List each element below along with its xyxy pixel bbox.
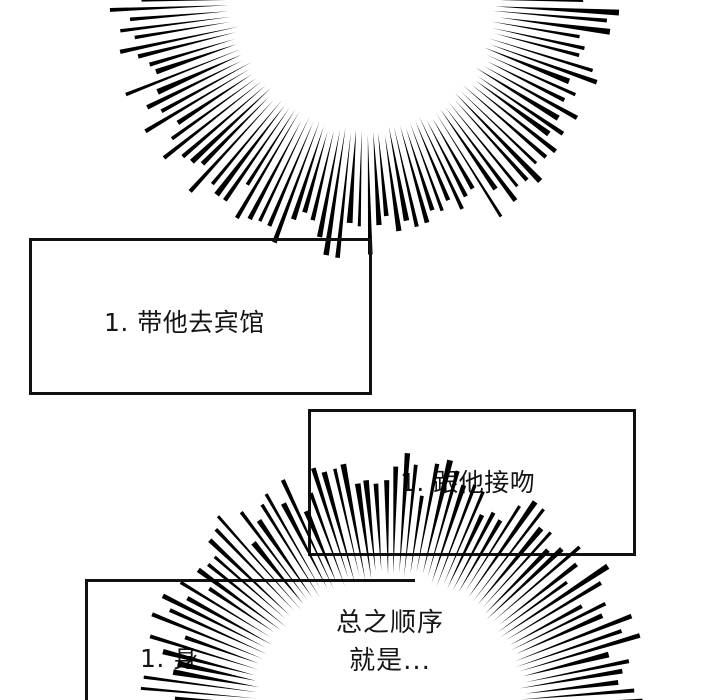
caption-text-body: 1. 身 — [140, 644, 199, 673]
caption-box-hotel: 1. 带他去宾馆 — [29, 238, 372, 395]
caption-text-kiss: 1. 跟他接吻 — [400, 468, 536, 497]
speech-bubble-text: 总之顺序 就是... — [335, 608, 444, 676]
caption-text-hotel: 1. 带他去宾馆 — [104, 308, 265, 337]
caption-box-kiss: 1. 跟他接吻 — [308, 409, 636, 556]
